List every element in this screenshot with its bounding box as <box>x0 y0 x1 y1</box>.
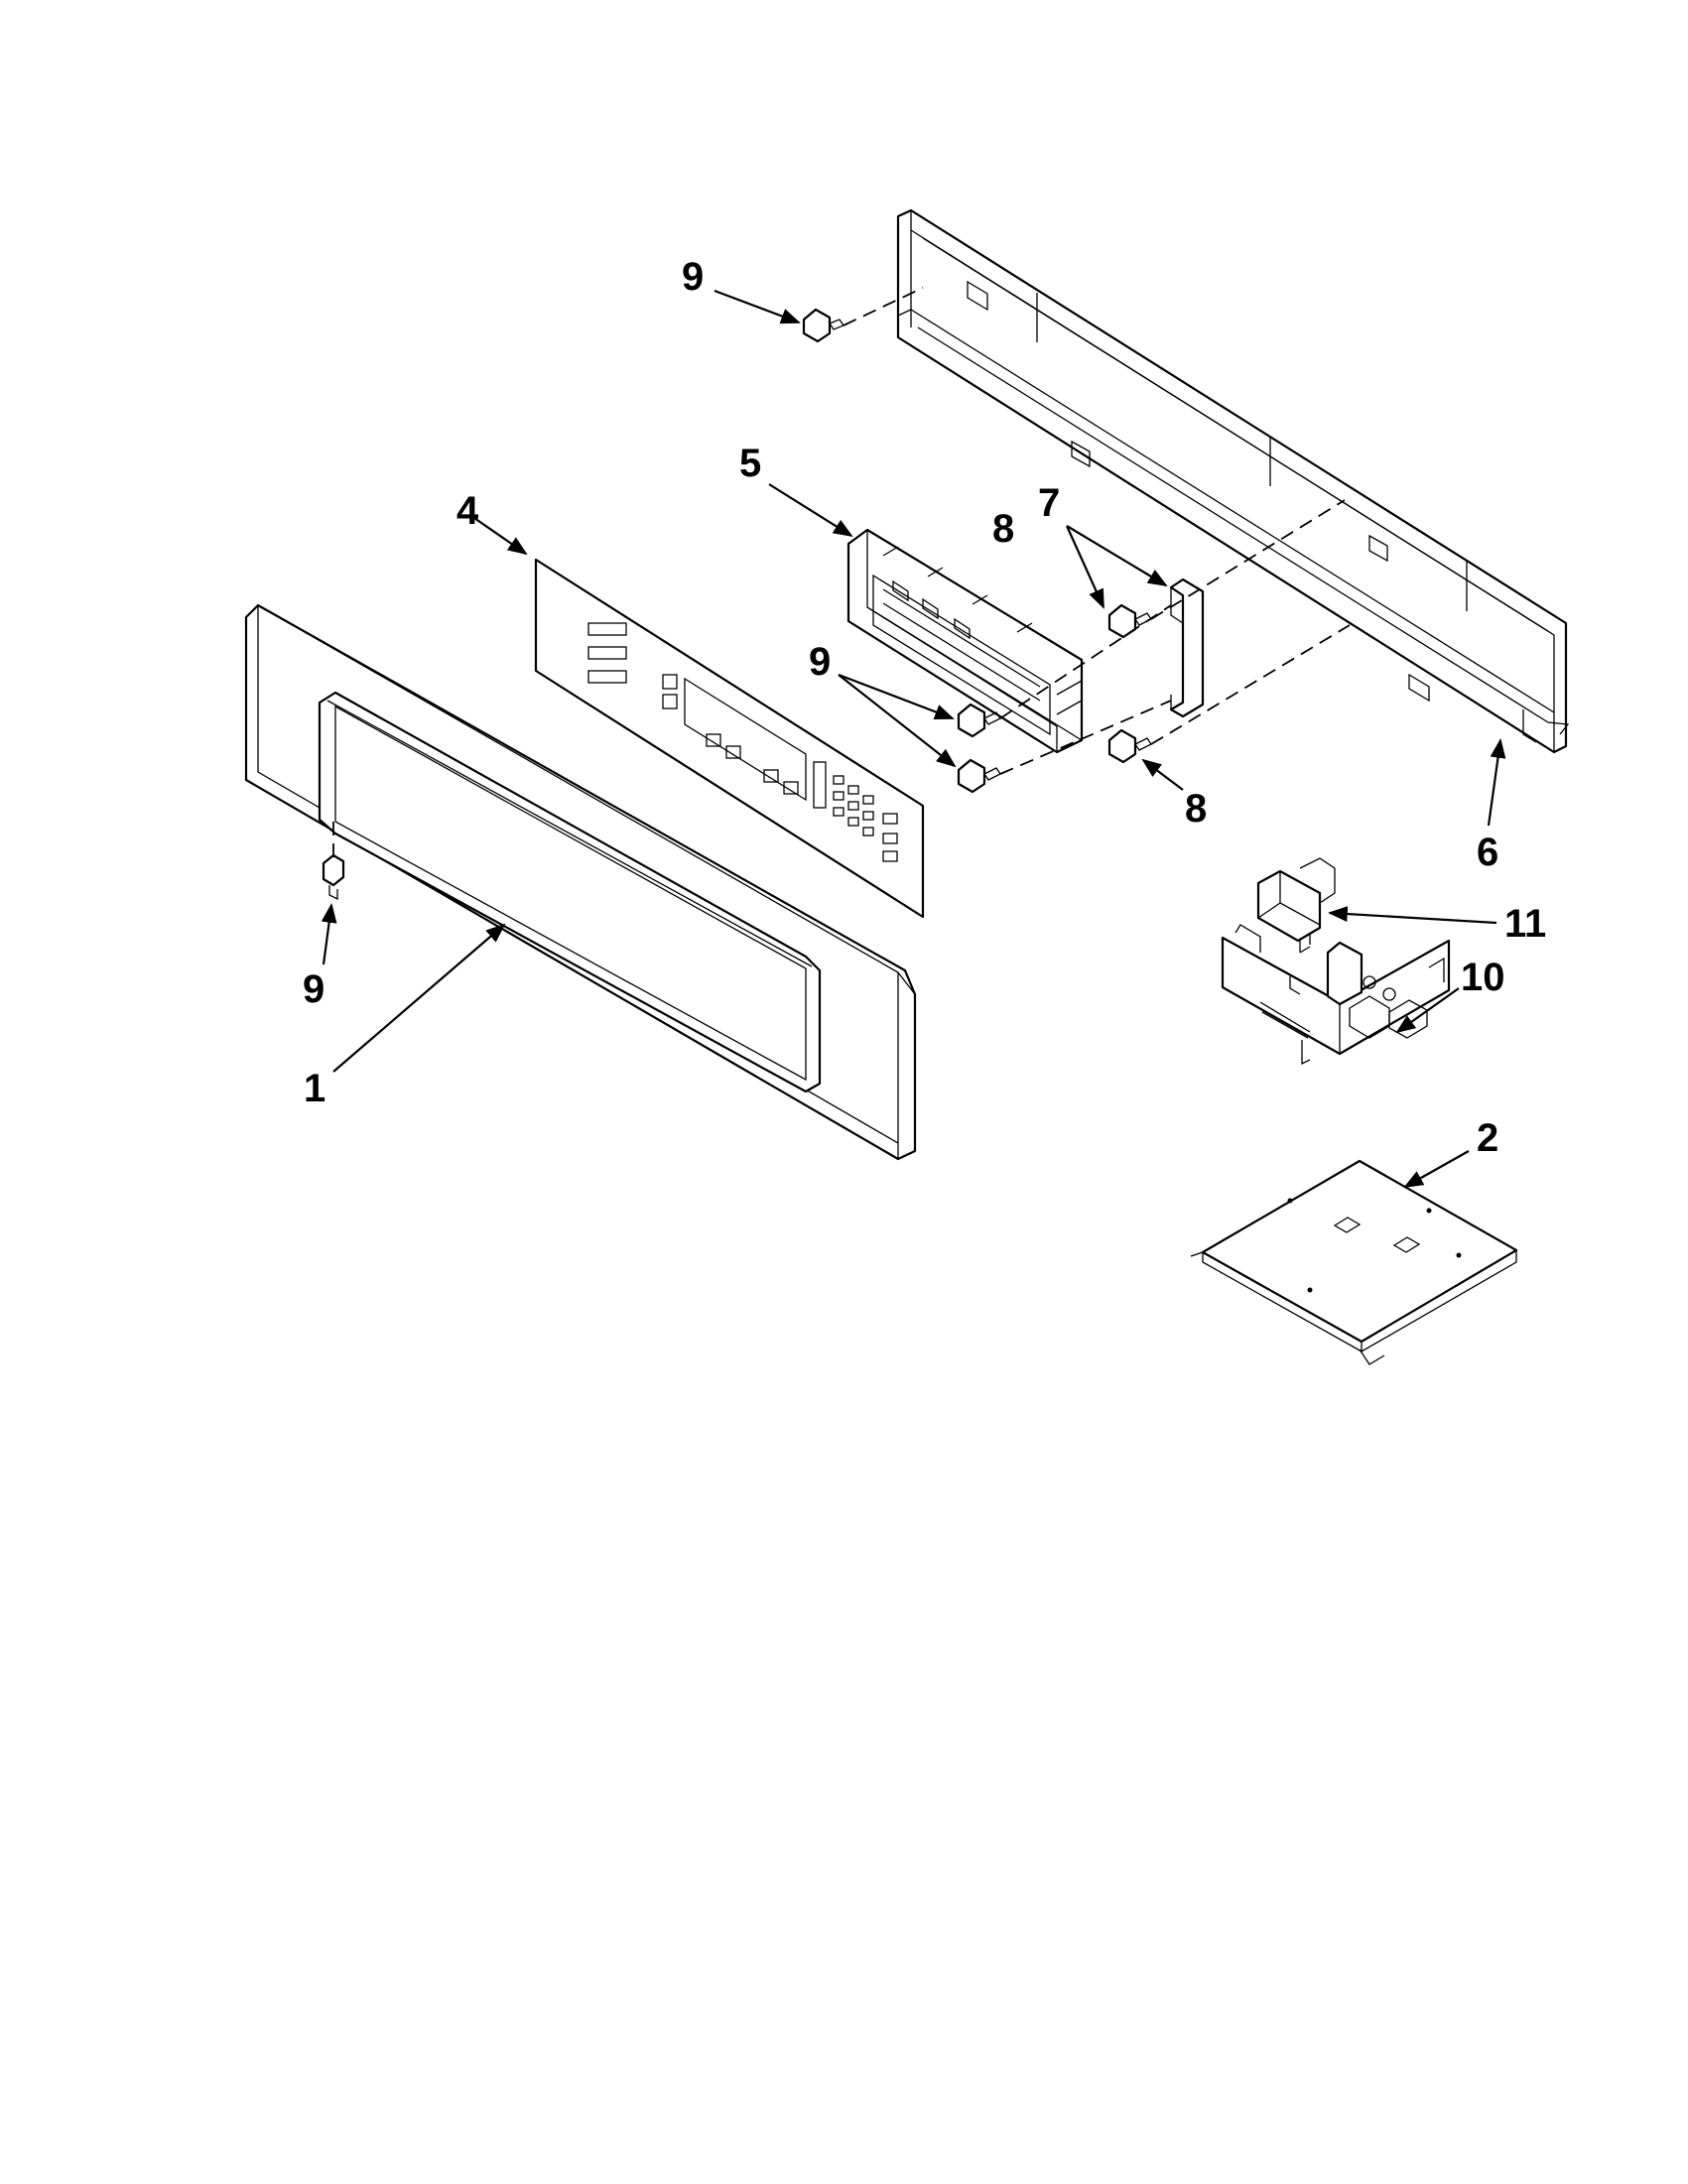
part-10-relay-board <box>1221 924 1451 1066</box>
callout-10: 10 <box>1461 956 1505 999</box>
callout-6: 6 <box>1477 831 1498 874</box>
part-5-control-board <box>846 528 1084 754</box>
part-11-relay <box>1256 857 1336 953</box>
panel-window-opening <box>318 691 822 1093</box>
callout-8-top: 8 <box>992 507 1014 551</box>
part-2-cover-plate <box>1190 1159 1518 1365</box>
part-6-frame <box>896 208 1570 754</box>
screw-9-mid-a <box>957 703 1001 738</box>
leader-lines <box>321 289 1506 1188</box>
screw-9-top <box>802 308 844 343</box>
callout-9-bottom: 9 <box>303 967 325 1011</box>
callout-labels: 9 4 5 7 8 9 8 6 11 10 2 9 1 <box>303 255 1546 1160</box>
callout-11: 11 <box>1504 902 1546 946</box>
callout-9-top: 9 <box>682 255 704 299</box>
callout-5: 5 <box>739 442 761 485</box>
alignment-lines <box>332 287 1351 859</box>
callout-7: 7 <box>1038 481 1060 525</box>
overlay-keypad-right <box>706 733 898 862</box>
screw-8-bottom <box>1107 728 1152 764</box>
part-7-bracket <box>1169 578 1205 718</box>
screw-9-bottom-left <box>322 853 345 901</box>
callout-4: 4 <box>456 489 479 533</box>
callout-2: 2 <box>1477 1116 1498 1160</box>
callout-8-bottom: 8 <box>1185 787 1207 831</box>
callout-9-middle: 9 <box>809 640 831 684</box>
callout-1: 1 <box>304 1067 325 1110</box>
part-1-control-panel <box>244 603 917 1161</box>
part-4-control-overlay <box>534 558 925 919</box>
overlay-keypad-left <box>587 622 678 709</box>
screw-9-mid-b <box>957 758 1001 794</box>
overlay-display-window <box>684 677 807 802</box>
